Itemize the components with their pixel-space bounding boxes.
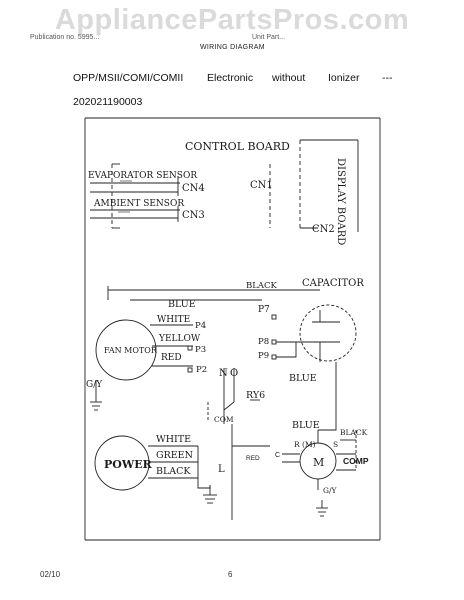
red-wire-label: RED [161, 353, 182, 363]
black-wire-label: BLACK [246, 281, 278, 291]
control-board-label: CONTROL BOARD [185, 140, 290, 153]
sheet-title: WIRING DIAGRAM [200, 44, 265, 51]
desc-dash: --- [382, 72, 393, 84]
cn3-label: CN3 [182, 210, 205, 221]
model-list: OPP/MSII/COMI/COMII [73, 72, 184, 84]
p4-label: P4 [195, 321, 206, 331]
line-l-label: L [218, 464, 225, 475]
ground-comp-label: G/Y [323, 486, 338, 495]
white-wire-label: WHITE [157, 315, 190, 325]
relay-o-label: O [230, 368, 238, 379]
ry6-label: RY6 [246, 390, 265, 401]
evaporator-sensor-label: EVAPORATOR SENSOR [88, 171, 197, 181]
p3-label: P3 [195, 345, 206, 355]
desc-electronic: Electronic [207, 72, 254, 84]
watermark: AppliancePartsPros.com [54, 4, 410, 36]
com-label: COM [214, 415, 234, 424]
compressor-m-label: M [313, 456, 324, 469]
publication-label: Publication no. 5995... [30, 34, 100, 41]
fan-motor-label: FAN MOTOR [104, 346, 158, 355]
unit-part-label: Unit Part... [252, 34, 286, 41]
green-power-label: GREEN [156, 450, 193, 461]
part-code: 202021190003 [73, 96, 143, 108]
desc-without: without [272, 72, 306, 84]
display-board-label: DISPLAY BOARD [335, 158, 346, 245]
desc-ionizer: Ionizer [328, 72, 360, 84]
cn2-label: CN2 [312, 224, 335, 235]
footer-date: 02/10 [40, 570, 61, 579]
blue-comp-label: BLUE [292, 420, 320, 431]
yellow-wire-label: YELLOW [158, 334, 201, 344]
blue-wire-label: BLUE [168, 299, 196, 310]
capacitor-label: CAPACITOR [302, 278, 364, 289]
relay-n-label: N [219, 368, 228, 379]
ambient-sensor-label: AMBIENT SENSOR [93, 199, 184, 209]
ground-left-label: G/Y [86, 380, 103, 390]
p9-label: P9 [258, 351, 269, 361]
s-terminal-label: S [333, 440, 338, 449]
c-terminal-label: C [275, 452, 280, 459]
blue-capacitor-label: BLUE [289, 373, 317, 384]
r-m-terminal-label: R (M) [294, 440, 316, 449]
cn1-label: CN1 [250, 180, 273, 191]
black-comp-label: BLACK [340, 428, 368, 437]
p8-label: P8 [258, 337, 269, 347]
white-power-label: WHITE [156, 434, 191, 445]
cn4-label: CN4 [182, 183, 205, 194]
red-comp-wire-label: RED [246, 455, 260, 462]
black-power-label: BLACK [156, 466, 191, 477]
power-label: POWER [104, 458, 153, 471]
comp-label: COMP [343, 456, 369, 466]
p7-label: P7 [258, 305, 270, 315]
p2-label: P2 [196, 365, 207, 375]
footer-page-number: 6 [228, 570, 233, 579]
